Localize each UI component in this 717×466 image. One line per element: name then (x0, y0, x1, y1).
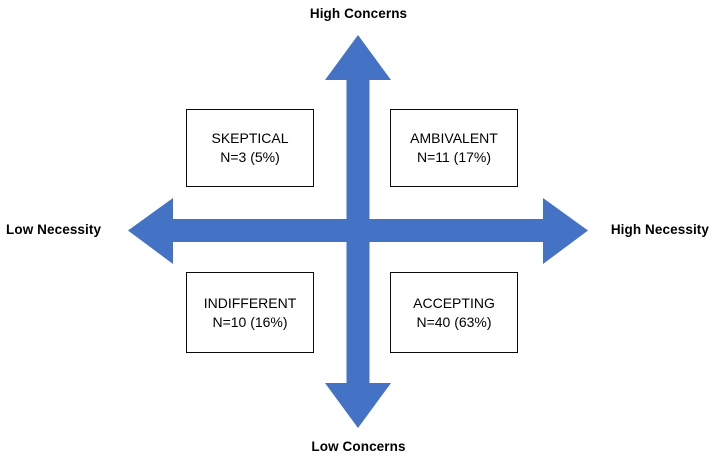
quadrant-title: INDIFFERENT (203, 294, 297, 311)
axis-label-low-necessity: Low Necessity (6, 222, 102, 237)
quadrant-box-ambivalent: AMBIVALENT N=11 (17%) (390, 109, 518, 187)
quadrant-box-indifferent: INDIFFERENT N=10 (16%) (186, 272, 314, 353)
quadrant-box-skeptical: SKEPTICAL N=3 (5%) (186, 109, 314, 187)
quadrant-count: N=11 (17%) (416, 149, 492, 165)
arrow-left-icon (128, 198, 358, 264)
axis-label-high-necessity: High Necessity (610, 222, 709, 237)
axis-label-high-concerns: High Concerns (309, 6, 408, 21)
quadrant-title: SKEPTICAL (211, 130, 289, 147)
quadrant-count: N=40 (63%) (416, 313, 492, 330)
quadrant-title: ACCEPTING (413, 294, 495, 311)
quadrant-count: N=10 (16%) (212, 313, 288, 330)
quadrant-box-accepting: ACCEPTING N=40 (63%) (390, 272, 518, 353)
arrow-up-icon (325, 35, 391, 230)
quadrant-count: N=3 (5%) (220, 149, 280, 165)
arrow-down-icon (325, 230, 391, 428)
arrow-right-icon (358, 198, 588, 264)
axis-label-low-concerns: Low Concerns (311, 439, 406, 454)
quadrant-title: AMBIVALENT (410, 130, 498, 147)
